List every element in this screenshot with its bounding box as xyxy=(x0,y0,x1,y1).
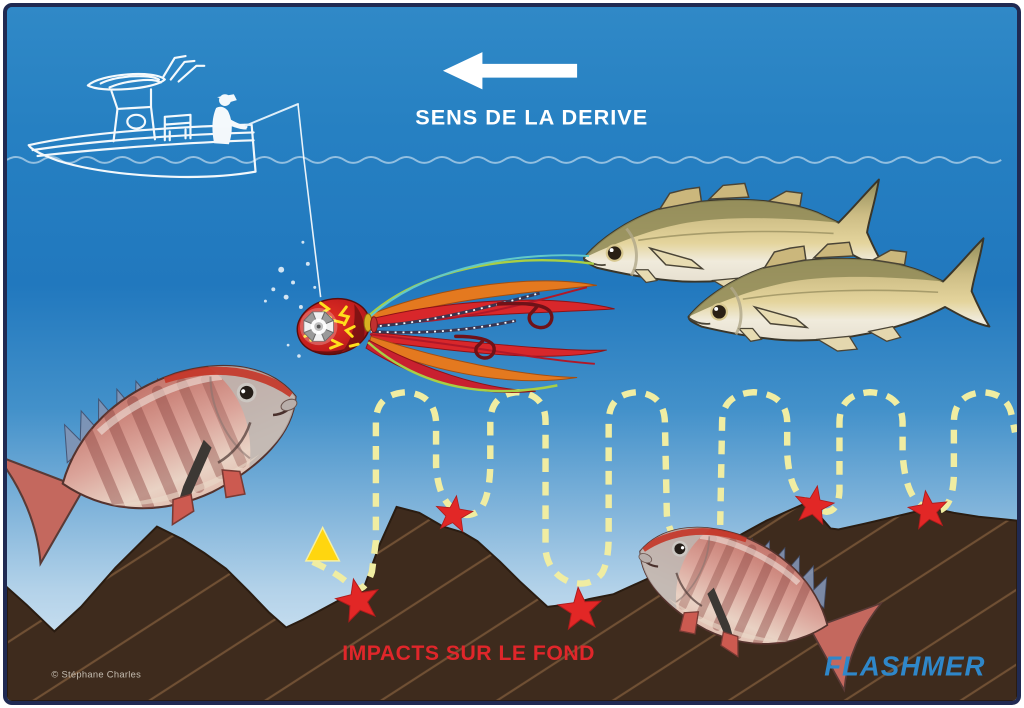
angler-figure xyxy=(212,94,248,145)
boat-antennas xyxy=(161,54,206,83)
leaning-post xyxy=(163,113,192,142)
boat-ttop xyxy=(86,72,166,111)
bubbles xyxy=(263,240,317,358)
brand-logo: FLASHMER xyxy=(824,651,985,682)
drift-direction-label: SENS DE LA DERIVE xyxy=(415,105,648,130)
credit-text: © Stéphane Charles xyxy=(51,669,141,679)
water-surface-line xyxy=(7,155,1002,164)
madai-jig-lure xyxy=(296,254,615,393)
boat-illustration xyxy=(27,54,299,179)
impacts-label: IMPACTS SUR LE FOND xyxy=(342,642,595,665)
scene-graphic: SENS DE LA DERIVE IMPACTS SUR LE FOND FL… xyxy=(7,7,1017,701)
illustration-frame: SENS DE LA DERIVE IMPACTS SUR LE FOND FL… xyxy=(3,3,1021,705)
lure-head xyxy=(296,297,378,356)
boat-console xyxy=(112,105,157,143)
fishing-rod xyxy=(244,103,299,127)
boat-hull xyxy=(27,123,257,179)
lure-skirt xyxy=(365,254,615,393)
left-arrow-icon xyxy=(442,52,578,90)
fishing-line xyxy=(297,103,322,298)
hook-icon xyxy=(454,301,554,360)
yellow-triangle-icon xyxy=(304,525,341,562)
lure-bounce-path xyxy=(311,389,1017,592)
